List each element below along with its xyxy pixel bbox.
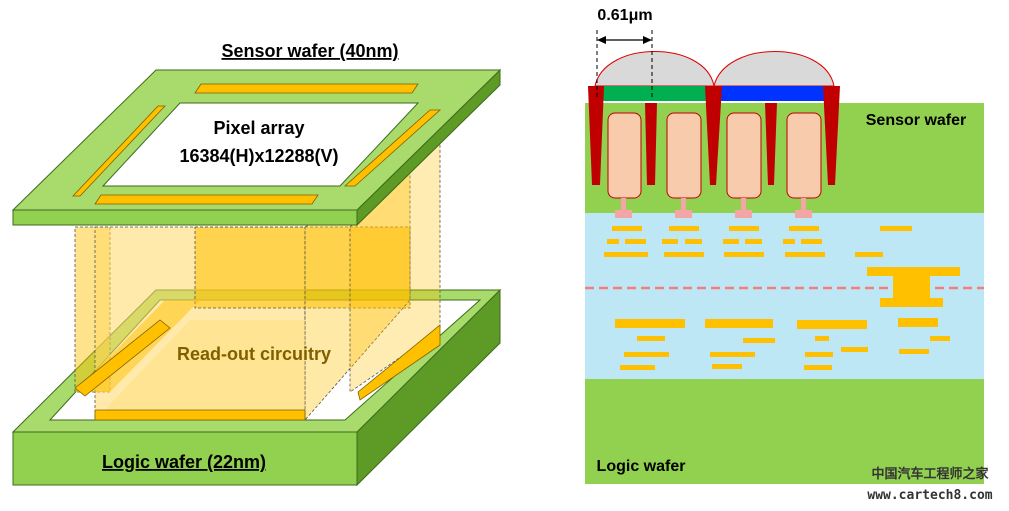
pad-strip-right xyxy=(343,109,442,187)
watermark-line-2: www.cartech8.com xyxy=(867,488,992,503)
watermark: 中国汽车工程师之家 www.cartech8.com xyxy=(867,466,992,503)
pixel-array-label: Pixel array xyxy=(213,118,304,138)
pad-strip-bottom xyxy=(94,194,319,205)
pixel-pitch-label: 0.61μm xyxy=(597,7,652,24)
deep-trench-isolation xyxy=(588,86,840,185)
metal-lines-sensor-side xyxy=(604,226,912,257)
pixel-contacts xyxy=(615,198,812,218)
metal-lines-logic-side xyxy=(615,318,950,370)
color-filter-green xyxy=(598,86,714,101)
readout-circuitry-blocks xyxy=(74,139,441,422)
stacked-wafer-3d-diagram: Sensor wafer (40nm) Pixel array 16384(H)… xyxy=(11,41,502,487)
micro-lens-1 xyxy=(594,51,715,87)
logic-wafer-22nm-label: Logic wafer (22nm) xyxy=(102,452,266,472)
cross-section-diagram: 0.61μm Sensor wafer Logic wafer xyxy=(585,7,984,484)
readout-circuitry-label: Read-out circuitry xyxy=(177,344,331,364)
pixel-array-resolution: 16384(H)x12288(V) xyxy=(179,146,338,166)
watermark-line-1: 中国汽车工程师之家 xyxy=(871,466,989,482)
logic-wafer-layer xyxy=(585,379,984,484)
hybrid-bond-pad xyxy=(867,267,960,307)
logic-wafer-label: Logic wafer xyxy=(597,458,686,475)
pad-strip-left xyxy=(72,105,166,197)
color-filter-blue xyxy=(714,86,832,101)
sensor-wafer-plate xyxy=(11,68,502,227)
sensor-wafer-40nm-label: Sensor wafer (40nm) xyxy=(221,41,398,61)
micro-lens-2 xyxy=(713,51,835,87)
pixel-pitch-dimension xyxy=(596,30,653,100)
sensor-wafer-label: Sensor wafer xyxy=(866,112,966,129)
photodiodes xyxy=(607,112,822,199)
pad-strip-top xyxy=(194,83,419,94)
